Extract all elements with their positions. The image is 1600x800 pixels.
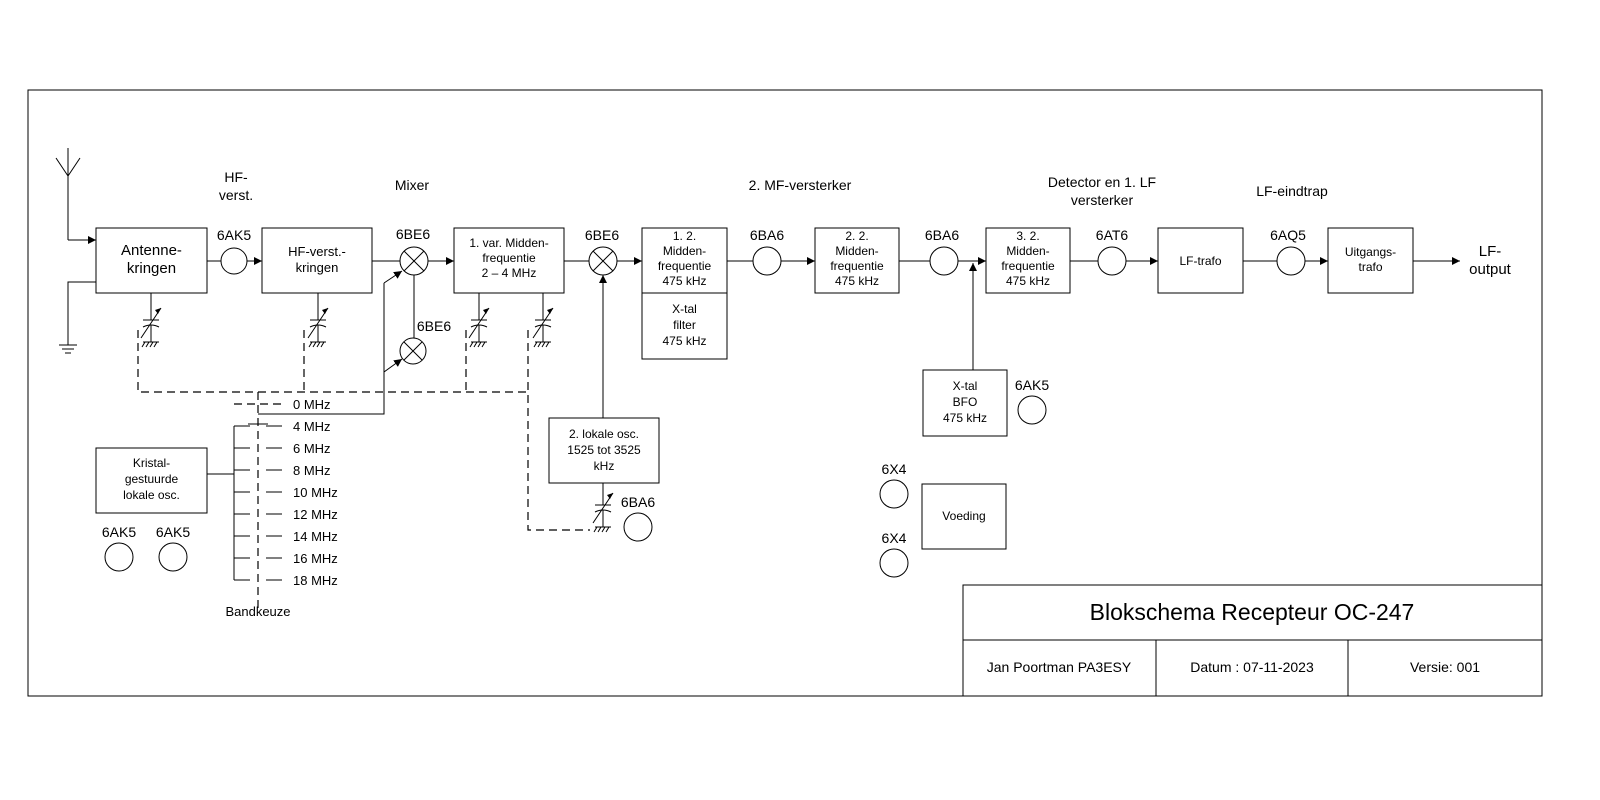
block-uitgangs-trafo xyxy=(1327,227,1414,294)
mixer-2-icon xyxy=(588,246,618,276)
title-text: Blokschema Recepteur OC-247 xyxy=(1090,599,1415,625)
block-xtal-filter xyxy=(641,292,728,360)
switch-to-mixer-wire xyxy=(258,358,403,415)
tube-6x4-2 xyxy=(879,548,909,578)
drawing-frame xyxy=(27,89,1543,697)
bandkeuze-label: Bandkeuze xyxy=(225,604,290,619)
switch-to-mixer1-arrow xyxy=(383,270,403,284)
tube-label-6aq5: 6AQ5 xyxy=(1270,227,1306,243)
band-option-label: 4 MHz xyxy=(293,419,331,434)
variable-capacitors xyxy=(140,293,614,533)
antenna-icon xyxy=(55,148,81,240)
tube-6ak5-bfo xyxy=(1017,395,1047,425)
gang-line-main xyxy=(137,330,528,393)
block-uitgangs-label: Uitgangs-trafo xyxy=(1345,245,1396,274)
tube-label-6ak5-hf: 6AK5 xyxy=(217,227,251,243)
tube-label-6x4-2: 6X4 xyxy=(882,530,907,546)
varcap-varmf-1-icon xyxy=(468,293,490,348)
tube-label-6ba6-2: 6BA6 xyxy=(925,227,959,243)
varcap-antenne-icon xyxy=(140,293,162,348)
band-option-label: 12 MHz xyxy=(293,507,338,522)
gang-line-lo2 xyxy=(527,330,590,531)
block-voeding xyxy=(921,483,1007,550)
band-option-label: 18 MHz xyxy=(293,573,338,588)
tube-6ba6-2 xyxy=(929,246,959,276)
varcap-hf-icon xyxy=(307,293,329,348)
band-option-label: 14 MHz xyxy=(293,529,338,544)
tube-6at6 xyxy=(1097,246,1127,276)
ground-icon xyxy=(59,278,104,354)
varcap-lo2-icon xyxy=(592,483,614,533)
tube-label-6ak5-k1: 6AK5 xyxy=(102,524,136,540)
stage-label-mf: 2. MF-versterker xyxy=(749,177,852,193)
block-xtal-bfo xyxy=(922,369,1008,437)
stage-label-lf-end: LF-eindtrap xyxy=(1256,183,1328,199)
band-option-label: 8 MHz xyxy=(293,463,331,478)
tube-label-6ba6-lo: 6BA6 xyxy=(621,494,655,510)
tube-label-6be6-mix1: 6BE6 xyxy=(396,226,430,242)
band-switch: 0 MHz 4 MHz 6 MHz 8 MHz 10 MHz 12 MHz 14 MHz 16… xyxy=(207,397,338,588)
stage-label-mixer: Mixer xyxy=(395,177,430,193)
tube-6aq5 xyxy=(1276,246,1306,276)
title-block xyxy=(962,584,1543,697)
tube-label-6at6: 6AT6 xyxy=(1096,227,1129,243)
tube-6ak5-hf xyxy=(220,247,248,275)
block-lf-trafo xyxy=(1157,227,1244,294)
tube-label-6ak5-bfo: 6AK5 xyxy=(1015,377,1049,393)
tube-label-6x4-1: 6X4 xyxy=(882,461,907,477)
varcap-varmf-2-icon xyxy=(532,293,554,348)
tube-label-6be6-mix2: 6BE6 xyxy=(585,227,619,243)
band-option-label: 6 MHz xyxy=(293,441,331,456)
version-text: Versie: 001 xyxy=(1410,659,1480,675)
date-text: Datum : 07-11-2023 xyxy=(1190,659,1314,675)
block-mf3 xyxy=(985,227,1071,294)
tube-6ak5-k2 xyxy=(158,542,188,572)
block-voeding-label: Voeding xyxy=(942,509,985,523)
band-option-label: 0 MHz xyxy=(293,397,331,412)
tube-6ba6-1 xyxy=(752,246,782,276)
block-antenne-kringen xyxy=(95,227,208,294)
band-option-label: 10 MHz xyxy=(293,485,338,500)
tube-label-6ba6-1: 6BA6 xyxy=(750,227,784,243)
block-lf-trafo-label: LF-trafo xyxy=(1179,254,1221,268)
tube-6x4-1 xyxy=(879,479,909,509)
tube-6ba6-lo xyxy=(623,512,653,542)
block-lo2 xyxy=(548,417,660,484)
block-hf-kringen-label: HF-verst.-kringen xyxy=(288,244,346,275)
mixer-1-icon xyxy=(399,246,429,276)
band-option-label: 16 MHz xyxy=(293,551,338,566)
author-text: Jan Poortman PA3ESY xyxy=(987,659,1132,675)
tube-6ak5-k1 xyxy=(104,542,134,572)
block-antenne-label: Antenne-kringen xyxy=(121,242,182,277)
output-label: LF-output xyxy=(1469,243,1512,278)
block-kristal-osc xyxy=(95,447,208,514)
stage-label-hf: HF-verst. xyxy=(219,169,253,203)
block-mf2 xyxy=(814,227,900,294)
tube-label-6be6-mix1b: 6BE6 xyxy=(417,318,451,334)
mixer-1b-icon xyxy=(399,337,427,365)
tube-label-6ak5-k2: 6AK5 xyxy=(156,524,190,540)
